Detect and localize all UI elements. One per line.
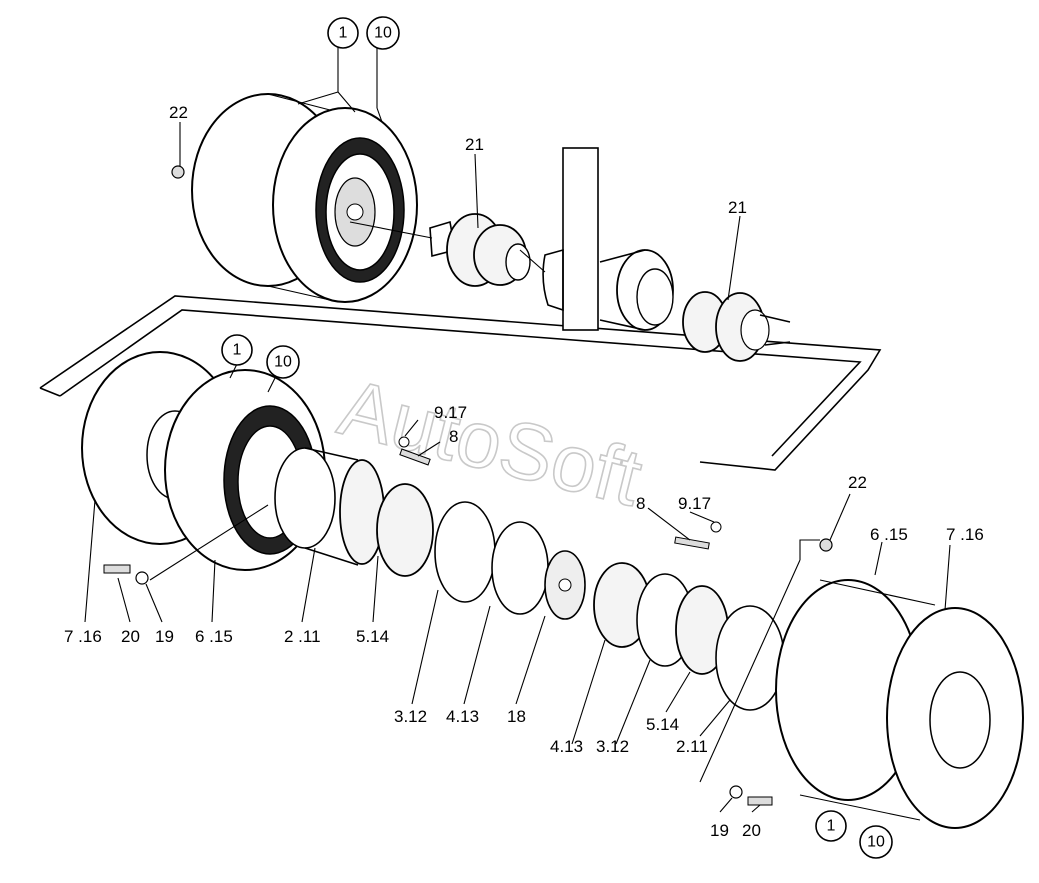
label-9-17-mid: 9.17 xyxy=(434,403,467,422)
label-7-16-right: 7 .16 xyxy=(946,525,984,544)
callout-text: 1 xyxy=(339,25,348,42)
callout-bottom-1: 1 xyxy=(815,810,847,842)
label-5-14-b: 5.14 xyxy=(646,715,679,734)
callout-text: 10 xyxy=(867,834,885,851)
label-22-right: 22 xyxy=(848,473,867,492)
label-21-right: 21 xyxy=(728,198,747,217)
top-dual-wheel xyxy=(191,93,433,303)
left-rim xyxy=(274,447,385,566)
ring-stack xyxy=(376,483,785,711)
label-3-12: 3.12 xyxy=(394,707,427,726)
callout-text: 1 xyxy=(827,818,836,835)
top-hub-left xyxy=(429,213,546,287)
label-18: 18 xyxy=(507,707,526,726)
label-8-mid: 8 xyxy=(449,427,458,446)
right-dual-wheel xyxy=(775,579,1024,829)
label-21-left: 21 xyxy=(465,135,484,154)
callout-text: 10 xyxy=(374,25,392,42)
label-8-right: 8 xyxy=(636,494,645,513)
callout-text: 10 xyxy=(274,354,292,371)
label-19-left: 19 xyxy=(155,627,174,646)
label-19-bottom: 19 xyxy=(710,821,729,840)
callout-top-10: 10 xyxy=(366,16,400,50)
top-hub-right xyxy=(682,291,791,362)
label-9-17-right: 9.17 xyxy=(678,494,711,513)
leader-lines xyxy=(84,46,951,813)
small-parts xyxy=(103,165,833,806)
callout-mid-10: 10 xyxy=(266,345,300,379)
callout-top-1: 1 xyxy=(327,17,359,49)
label-20-bottom: 20 xyxy=(742,821,761,840)
label-6-15-left: 6 .15 xyxy=(195,627,233,646)
callout-bottom-10: 10 xyxy=(859,825,893,859)
label-2-11-b: 2.11 xyxy=(676,737,708,756)
callout-text: 1 xyxy=(233,342,242,359)
label-5-14-left: 5.14 xyxy=(356,627,389,646)
frame-outline xyxy=(39,295,882,471)
label-22-top: 22 xyxy=(169,103,188,122)
label-20-left: 20 xyxy=(121,627,140,646)
callout-mid-1: 1 xyxy=(221,334,253,366)
axle-tube xyxy=(542,147,674,331)
label-6-15-right: 6 .15 xyxy=(870,525,908,544)
label-3-12-b: 3.12 xyxy=(596,737,629,756)
label-7-16-left: 7 .16 xyxy=(64,627,102,646)
label-2-11-left: 2 .11 xyxy=(284,627,321,646)
label-4-13-b: 4.13 xyxy=(550,737,583,756)
label-4-13: 4.13 xyxy=(446,707,479,726)
